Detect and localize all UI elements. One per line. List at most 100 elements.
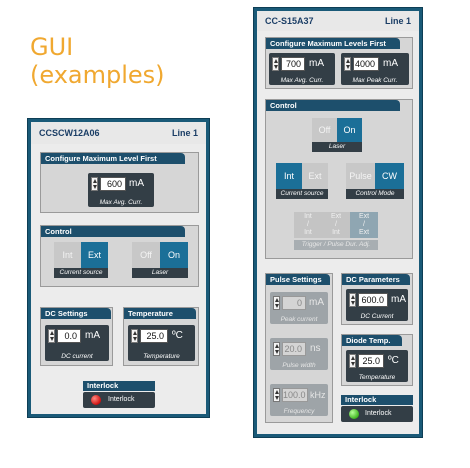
- current-source-ext-option[interactable]: Ext: [302, 163, 328, 189]
- max-avg-current-control: 600 mA Max Avg. Curr.: [88, 173, 154, 207]
- heading-examples: (examples): [30, 61, 165, 89]
- pulse-width-input[interactable]: 20.0: [282, 342, 306, 356]
- unit-label: mA: [309, 297, 324, 308]
- max-avg-current-input[interactable]: 600: [100, 177, 126, 191]
- dc-current-control: 0.0 mA DC current: [45, 325, 109, 361]
- laser-off-option[interactable]: Off: [312, 118, 337, 142]
- current-source-int-option[interactable]: Int: [276, 163, 302, 189]
- control-mode-caption: Control Mode: [346, 189, 404, 199]
- frequency-stepper[interactable]: [273, 388, 280, 402]
- max-peak-current-input[interactable]: 4000: [353, 57, 379, 71]
- unit-label: ºC: [388, 355, 399, 366]
- dc-current-control: 600.0 mA DC Current: [346, 289, 408, 321]
- pulse-width-control: 20.0 ns Pulse width: [270, 338, 328, 370]
- frequency-input[interactable]: 100.0: [282, 388, 308, 402]
- interlock-led-icon: [349, 409, 359, 419]
- diode-temperature-input[interactable]: 25.0: [358, 354, 384, 368]
- pulse-settings-section: Pulse Settings 0 mA Peak current 20.0 ns…: [265, 273, 333, 423]
- diode-temperature-stepper[interactable]: [349, 354, 356, 368]
- temperature-stepper[interactable]: [131, 329, 138, 343]
- control-mode-pulse-option[interactable]: Pulse: [346, 163, 375, 189]
- trigger-option-top: Ext: [330, 213, 342, 220]
- dc-current-caption: DC current: [61, 353, 93, 360]
- trigger-option-slash: /: [363, 221, 365, 228]
- trigger-toggle: Int / Int Ext / Int Ext / Ext: [294, 212, 378, 240]
- trigger-option-slash: /: [307, 221, 309, 228]
- control-section: Control Off On Laser Int Ext Current sou…: [265, 99, 413, 259]
- interlock-title: Interlock: [341, 395, 413, 405]
- dc-settings-section: DC Settings 0.0 mA DC current: [40, 307, 113, 366]
- laser-on-option[interactable]: On: [160, 242, 188, 268]
- dc-current-stepper[interactable]: [349, 293, 356, 307]
- max-avg-current-input[interactable]: 700: [281, 57, 305, 71]
- laser-caption: Laser: [132, 268, 188, 278]
- unit-label: kHz: [310, 390, 326, 400]
- control-mode-toggle: Pulse CW: [346, 163, 404, 189]
- configure-title: Configure Maximum Levels First: [266, 38, 401, 49]
- interlock-indicator: Interlock: [83, 392, 155, 408]
- temperature-section: Temperature 25.0 ºC Temperature: [123, 307, 199, 366]
- max-peak-current-control: 4000 mA Max Peak Curr.: [341, 53, 409, 85]
- max-avg-current-stepper[interactable]: [272, 57, 279, 71]
- diode-temp-section: Diode Temp. 25.0 ºC Temperature: [341, 334, 413, 386]
- line-label: Line 1: [384, 16, 411, 26]
- right-device-panel: CC-S15A37 Line 1 Configure Maximum Level…: [253, 7, 423, 438]
- pulse-width-caption: Pulse width: [282, 362, 316, 369]
- temperature-control: 25.0 ºC Temperature: [128, 325, 195, 361]
- trigger-option-top: Ext: [358, 213, 370, 220]
- current-source-toggle: Int Ext: [54, 242, 108, 268]
- max-avg-current-caption: Max Avg. Curr.: [99, 199, 143, 206]
- peak-current-control: 0 mA Peak current: [270, 292, 328, 324]
- trigger-option-bottom: Int: [332, 229, 340, 236]
- laser-on-option[interactable]: On: [337, 118, 362, 142]
- unit-label: ºC: [172, 330, 183, 341]
- laser-off-option[interactable]: Off: [132, 242, 160, 268]
- control-title: Control: [41, 226, 186, 237]
- interlock-label: Interlock: [108, 396, 135, 403]
- interlock-indicator: Interlock: [341, 406, 413, 422]
- right-device-header: CC-S15A37 Line 1: [257, 11, 419, 31]
- max-avg-current-caption: Max Avg. Curr.: [280, 77, 324, 84]
- trigger-int-int-option[interactable]: Int / Int: [294, 212, 322, 238]
- configure-title: Configure Maximum Level First: [41, 153, 186, 164]
- peak-current-stepper[interactable]: [273, 296, 280, 310]
- dc-current-stepper[interactable]: [48, 329, 55, 343]
- left-device-panel: CCSCW12A06 Line 1 Configure Maximum Leve…: [27, 118, 210, 418]
- unit-label: mA: [383, 58, 398, 69]
- current-source-ext-option[interactable]: Ext: [81, 242, 108, 268]
- unit-label: mA: [391, 294, 406, 305]
- dc-settings-title: DC Settings: [41, 308, 111, 319]
- dc-current-input[interactable]: 0.0: [57, 329, 81, 343]
- control-mode-cw-option[interactable]: CW: [375, 163, 404, 189]
- heading-gui: GUI: [30, 33, 74, 61]
- max-avg-current-stepper[interactable]: [91, 177, 98, 191]
- diode-temperature-control: 25.0 ºC Temperature: [346, 350, 408, 382]
- max-peak-current-stepper[interactable]: [344, 57, 351, 71]
- trigger-ext-int-option[interactable]: Ext / Int: [322, 212, 350, 238]
- left-device-header: CCSCW12A06 Line 1: [31, 122, 206, 144]
- current-source-toggle: Int Ext: [276, 163, 328, 189]
- diode-temp-title: Diode Temp.: [342, 335, 402, 346]
- max-avg-current-control: 700 mA Max Avg. Curr.: [269, 53, 335, 85]
- dc-current-caption: DC Current: [360, 313, 394, 320]
- device-id: CCSCW12A06: [39, 128, 100, 138]
- current-source-caption: Current source: [276, 189, 328, 199]
- interlock-label: Interlock: [365, 410, 392, 417]
- current-source-caption: Current source: [54, 268, 108, 278]
- trigger-ext-ext-option[interactable]: Ext / Ext: [350, 212, 378, 238]
- dc-current-input[interactable]: 600.0: [358, 293, 388, 307]
- temperature-input[interactable]: 25.0: [140, 329, 168, 343]
- current-source-int-option[interactable]: Int: [54, 242, 81, 268]
- frequency-caption: Frequency: [283, 408, 315, 415]
- pulse-width-stepper[interactable]: [273, 342, 280, 356]
- peak-current-input[interactable]: 0: [282, 296, 306, 310]
- laser-toggle: Off On: [312, 118, 362, 142]
- pulse-settings-title: Pulse Settings: [266, 274, 330, 285]
- temperature-title: Temperature: [124, 308, 196, 319]
- diode-temperature-caption: Temperature: [358, 374, 396, 381]
- unit-label: mA: [85, 330, 100, 341]
- unit-label: mA: [129, 178, 144, 189]
- trigger-caption: Trigger / Pulse Dur. Adj.: [294, 240, 378, 250]
- dc-parameters-title: DC Parameters: [342, 274, 410, 285]
- device-id: CC-S15A37: [265, 16, 314, 26]
